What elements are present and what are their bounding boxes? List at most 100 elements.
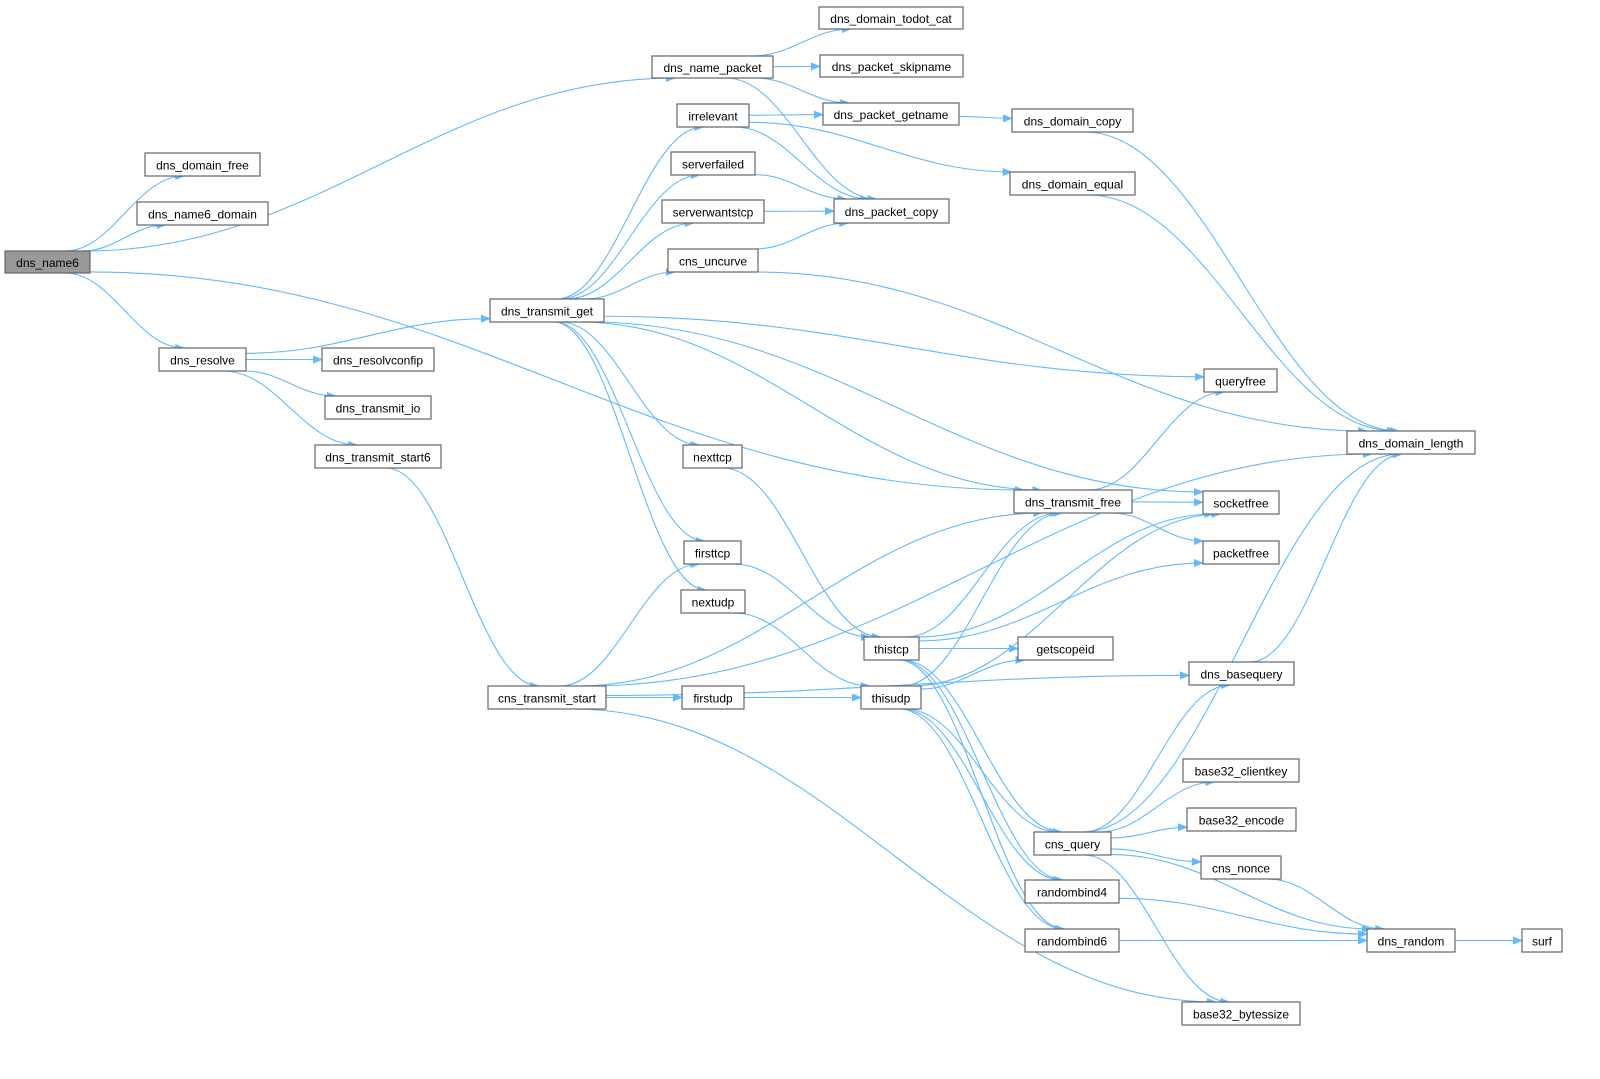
node-serverfailed[interactable]: serverfailed: [670, 151, 756, 176]
node-label: dns_transmit_free: [1025, 496, 1121, 510]
node-box: [651, 55, 774, 79]
edge-dns_domain_equal-to-dns_domain_length: [1087, 194, 1397, 435]
node-label: dns_resolvconfip: [333, 354, 423, 368]
edge-dns_name_packet-to-dns_packet_getname: [754, 77, 851, 107]
node-cns-uncurve[interactable]: cns_uncurve: [667, 248, 759, 273]
edge-serverfailed-to-dns_packet_copy: [754, 174, 848, 203]
node-box: [1202, 490, 1280, 515]
node-socketfree[interactable]: socketfree: [1202, 490, 1280, 515]
edge-dns_domain_copy-to-dns_domain_length: [1084, 131, 1400, 435]
node-dns-basequery[interactable]: dns_basequery: [1188, 661, 1295, 686]
edge-cns_transmit_start-to-firsttcp: [560, 560, 701, 687]
node-firstudp[interactable]: firstudp: [681, 685, 745, 710]
node-cns-query[interactable]: cns_query: [1033, 831, 1112, 856]
edge-cns_query-to-base32_clientkey: [1099, 778, 1216, 833]
node-randombind6[interactable]: randombind6: [1024, 928, 1120, 953]
node-dns-name6-domain[interactable]: dns_name6_domain: [136, 201, 269, 226]
node-label: base32_clientkey: [1195, 765, 1288, 779]
node-dns-transmit-start6[interactable]: dns_transmit_start6: [314, 444, 442, 469]
node-dns-name6[interactable]: dns_name6: [4, 250, 91, 274]
node-base32-bytessize[interactable]: base32_bytessize: [1181, 1001, 1301, 1026]
node-base32-clientkey[interactable]: base32_clientkey: [1182, 758, 1300, 783]
node-randombind4[interactable]: randombind4: [1024, 879, 1120, 904]
node-box: [833, 198, 950, 224]
node-label: dns_name_packet: [663, 61, 762, 75]
node-box: [1033, 831, 1112, 856]
node-firsttcp[interactable]: firsttcp: [683, 540, 742, 565]
node-dns-domain-equal[interactable]: dns_domain_equal: [1009, 171, 1136, 196]
node-label: dns_packet_copy: [845, 205, 938, 219]
edge-cns_query-to-dns_random: [1110, 853, 1372, 933]
node-packetfree[interactable]: packetfree: [1202, 540, 1280, 565]
node-box: [661, 199, 765, 224]
node-dns-domain-todot-cat[interactable]: dns_domain_todot_cat: [818, 6, 964, 30]
edge-cns_uncurve-to-dns_packet_copy: [754, 219, 850, 250]
node-label: cns_query: [1045, 838, 1100, 852]
edge-irrelevant-to-dns_packet_copy: [734, 126, 871, 203]
node-label: dns_domain_free: [156, 159, 249, 173]
node-thistcp[interactable]: thistcp: [863, 636, 920, 661]
edge-dns_transmit_get-to-dns_transmit_free: [578, 321, 1043, 494]
edge-thistcp-to-cns_query: [902, 659, 1063, 836]
node-cns-transmit-start[interactable]: cns_transmit_start: [487, 685, 607, 710]
node-dns-random[interactable]: dns_random: [1366, 928, 1456, 953]
node-thisudp[interactable]: thisudp: [860, 685, 922, 710]
edge-cns_query-to-base32_bytessize: [1083, 854, 1231, 1006]
node-cns-nonce[interactable]: cns_nonce: [1200, 855, 1282, 880]
node-box: [1202, 540, 1280, 565]
node-getscopeid[interactable]: getscopeid: [1017, 636, 1114, 661]
node-label: dns_packet_skipname: [832, 60, 952, 74]
node-surf[interactable]: surf: [1521, 928, 1563, 953]
node-dns-domain-free[interactable]: dns_domain_free: [144, 152, 261, 177]
edge-dns_transmit_get-to-firsttcp: [554, 321, 706, 545]
edge-cns_nonce-to-dns_random: [1267, 878, 1386, 933]
node-dns-packet-skipname[interactable]: dns_packet_skipname: [819, 54, 964, 78]
node-label: dns_name6: [16, 256, 79, 270]
node-box: [1011, 108, 1134, 133]
node-label: serverfailed: [682, 158, 744, 172]
node-dns-name-packet[interactable]: dns_name_packet: [651, 55, 774, 79]
edge-cns_transmit_start-to-dns_domain_length: [585, 450, 1374, 687]
node-dns-packet-getname[interactable]: dns_packet_getname: [822, 102, 960, 126]
node-nextudp[interactable]: nextudp: [680, 589, 746, 614]
edge-dns_name_packet-to-dns_domain_todot_cat: [752, 25, 852, 57]
node-dns-resolve[interactable]: dns_resolve: [158, 347, 247, 372]
nodes: dns_name6 dns_domain_free dns_name6_domain…: [4, 6, 1563, 1026]
edge-dns_transmit_get-to-nextudp: [553, 321, 708, 594]
node-label: cns_nonce: [1212, 862, 1270, 876]
node-queryfree[interactable]: queryfree: [1203, 368, 1278, 393]
node-box: [1013, 489, 1133, 514]
node-label: dns_transmit_io: [336, 402, 421, 416]
node-dns-resolvconfip[interactable]: dns_resolvconfip: [321, 347, 435, 372]
node-label: dns_transmit_start6: [325, 451, 431, 465]
edge-cns_query-to-dns_domain_length: [1082, 450, 1403, 833]
edge-firsttcp-to-thistcp: [733, 563, 872, 641]
node-dns-domain-copy[interactable]: dns_domain_copy: [1011, 108, 1134, 133]
node-label: thistcp: [874, 643, 909, 657]
node-dns-transmit-free[interactable]: dns_transmit_free: [1013, 489, 1133, 514]
edge-dns_transmit_get-to-socketfree: [588, 321, 1204, 496]
node-base32-encode[interactable]: base32_encode: [1186, 807, 1297, 832]
node-box: [136, 201, 269, 226]
node-dns-transmit-get[interactable]: dns_transmit_get: [489, 298, 605, 323]
node-dns-packet-copy[interactable]: dns_packet_copy: [833, 198, 950, 224]
node-dns-transmit-io[interactable]: dns_transmit_io: [324, 395, 432, 420]
node-label: firstudp: [693, 692, 733, 706]
node-label: cns_uncurve: [679, 255, 747, 269]
edge-cns_query-to-base32_encode: [1110, 823, 1188, 839]
node-label: dns_transmit_get: [501, 305, 594, 319]
edge-cns_query-to-dns_basequery: [1083, 681, 1232, 833]
edge-cns_query-to-cns_nonce: [1110, 848, 1202, 866]
node-box: [487, 685, 607, 710]
node-dns-domain-length[interactable]: dns_domain_length: [1346, 430, 1476, 455]
node-serverwantstcp[interactable]: serverwantstcp: [661, 199, 765, 224]
node-label: randombind4: [1037, 886, 1107, 900]
edge-thisudp-to-socketfree: [911, 510, 1222, 687]
node-nexttcp[interactable]: nexttcp: [682, 444, 743, 469]
edge-dns_name_packet-to-dns_packet_copy: [726, 77, 878, 203]
node-box: [1188, 661, 1295, 686]
edge-dns_name6-to-dns_domain_free: [64, 172, 186, 252]
node-box: [681, 685, 745, 710]
node-irrelevant[interactable]: irrelevant: [676, 103, 750, 128]
